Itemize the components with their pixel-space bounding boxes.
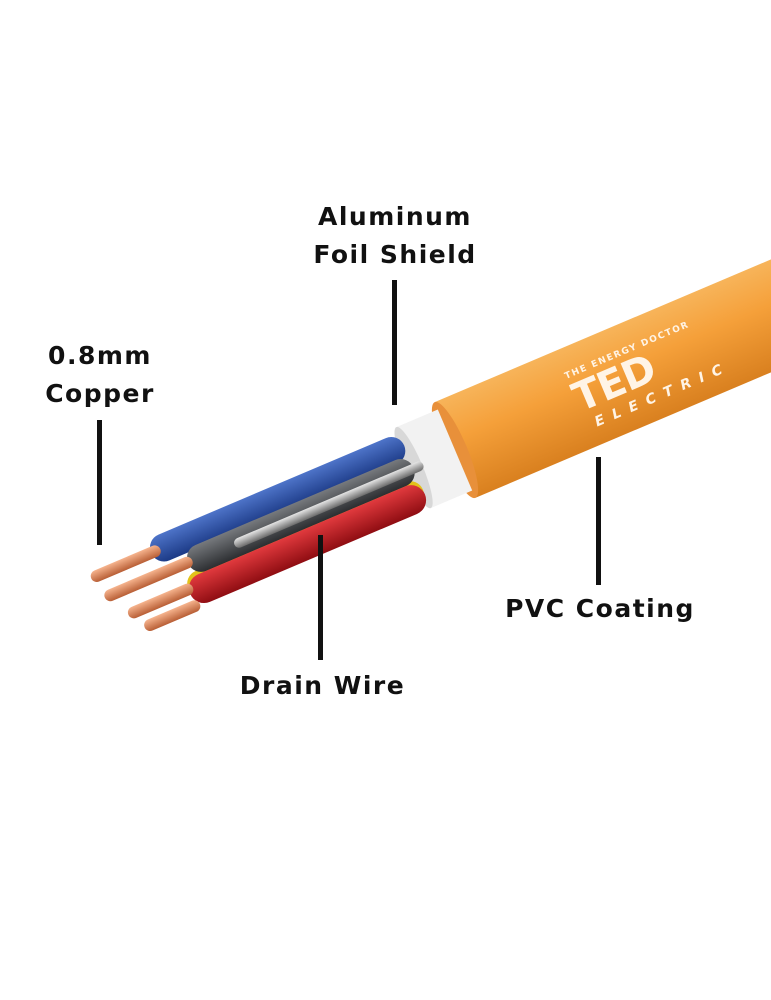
label-foil-shield: Aluminum Foil Shield [290,198,500,274]
label-line: Aluminum [318,202,472,231]
foil-shield [396,409,473,509]
drain-wire [234,461,424,548]
label-copper: 0.8mm Copper [25,337,175,413]
leader-line-drain [318,535,323,660]
leader-line-copper [97,420,102,545]
leader-line-pvc [596,457,601,585]
pvc-jacket [434,222,771,498]
label-drain-wire: Drain Wire [239,671,406,700]
label-pvc-coating: PVC Coating [505,594,695,623]
label-line: Foil Shield [313,240,477,269]
label-line: Copper [45,379,155,408]
leader-line-foil [392,280,397,405]
conductors [90,436,427,632]
label-line: 0.8mm [48,341,152,370]
